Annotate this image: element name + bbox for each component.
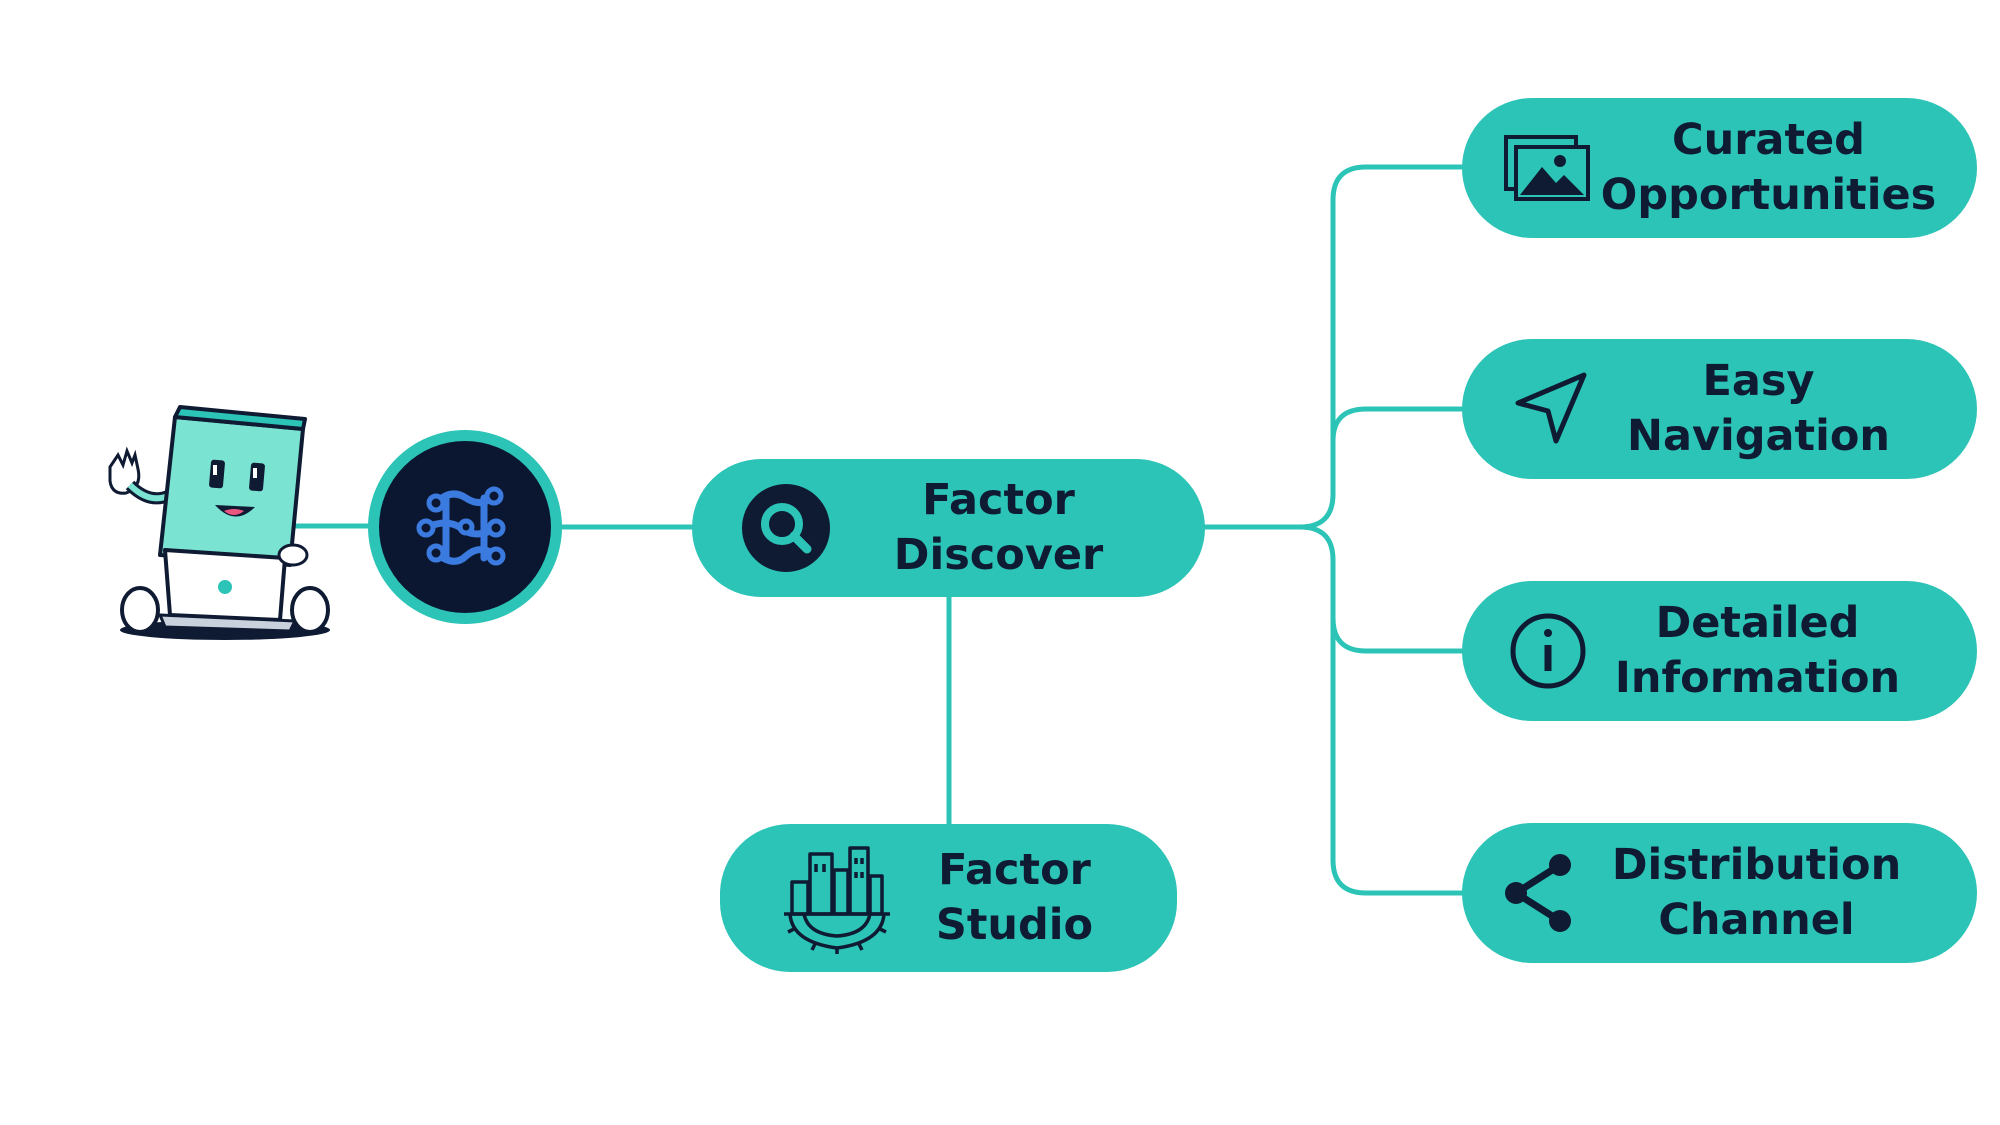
- label-line-2: Navigation: [1626, 411, 1891, 461]
- image-gallery-icon: [1504, 135, 1590, 201]
- mascot-illustration: [108, 405, 330, 640]
- branch-detailed: [1297, 524, 1468, 654]
- label-line-1: Factor: [938, 845, 1091, 895]
- curated-opportunities-label: Curated Opportunities: [1590, 113, 1947, 223]
- city-gear-icon: [782, 842, 892, 954]
- curated-opportunities-node: Curated Opportunities: [1462, 98, 1977, 238]
- label-line-1: Distribution: [1611, 840, 1902, 890]
- factor-studio-label: Factor Studio: [892, 843, 1137, 953]
- share-icon: [1500, 851, 1576, 935]
- label-line-1: Curated: [1672, 115, 1865, 165]
- factor-discover-label: Factor Discover: [832, 473, 1165, 583]
- distribution-channel-node: Distribution Channel: [1462, 823, 1977, 963]
- detailed-information-node: Detailed Information: [1462, 581, 1977, 721]
- info-icon: [1508, 611, 1588, 691]
- label-line-2: Information: [1614, 653, 1901, 703]
- distribution-channel-label: Distribution Channel: [1576, 838, 1937, 948]
- detailed-information-label: Detailed Information: [1588, 596, 1927, 706]
- factor-discover-node: Factor Discover: [692, 459, 1205, 597]
- label-line-1: Detailed: [1655, 598, 1860, 648]
- label-line-2: Opportunities: [1600, 170, 1937, 220]
- branch-distrib: [1330, 615, 1468, 896]
- easy-navigation-node: Easy Navigation: [1462, 339, 1977, 479]
- branch-curated: [1297, 164, 1468, 530]
- label-line-2: Channel: [1658, 895, 1855, 945]
- label-line-1: Factor: [922, 475, 1075, 525]
- label-line-2: Discover: [893, 530, 1104, 580]
- neural-network-logo: [368, 430, 562, 624]
- branch-easy: [1330, 406, 1468, 497]
- label-line-2: Studio: [935, 900, 1094, 950]
- factor-studio-node: Factor Studio: [720, 824, 1177, 972]
- magnifier-icon: [740, 482, 832, 574]
- easy-navigation-label: Easy Navigation: [1590, 354, 1927, 464]
- label-line-1: Easy: [1702, 356, 1815, 406]
- navigation-arrow-icon: [1514, 371, 1590, 447]
